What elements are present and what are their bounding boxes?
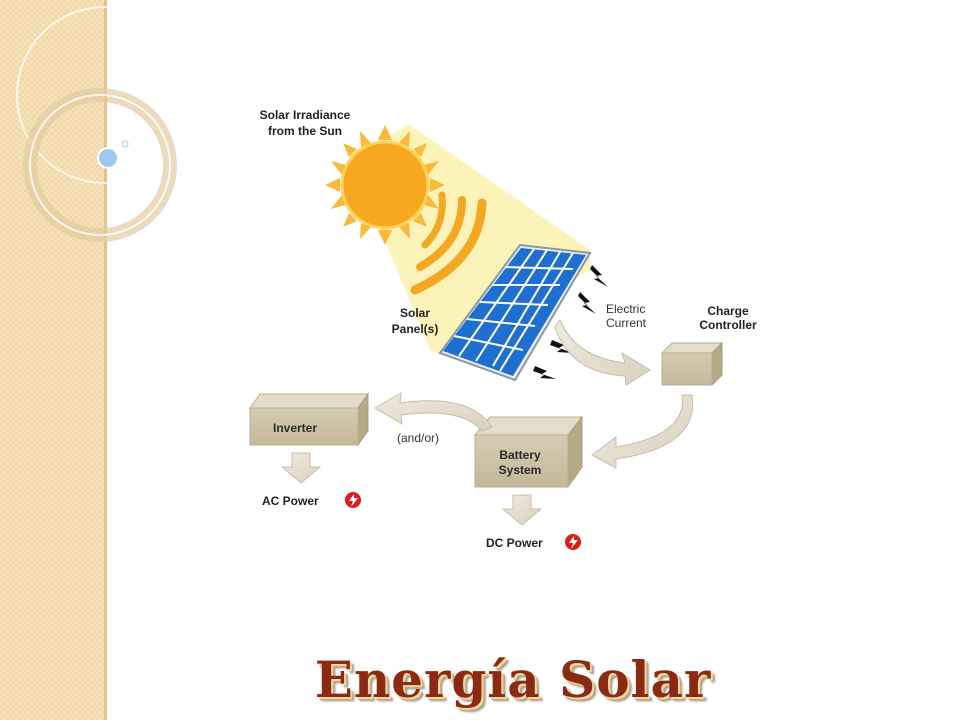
- inverter-label: Inverter: [273, 421, 317, 435]
- battery-label-line2: System: [499, 463, 542, 477]
- arrow-to-dc-power: [501, 494, 543, 526]
- arrow-to-controller: [554, 318, 651, 386]
- controller-label-line2: Controller: [699, 318, 757, 332]
- decor-bubble-small: [121, 140, 129, 148]
- sun-label-line2: from the Sun: [268, 124, 342, 138]
- ac-power-label: AC Power: [262, 494, 319, 508]
- current-label-line1: Electric: [606, 302, 645, 316]
- arrow-to-inverter: [374, 392, 493, 432]
- charge-controller-box: [660, 341, 724, 387]
- arrow-to-ac-power: [280, 452, 322, 484]
- slide-title: Energía Solar: [314, 650, 712, 709]
- lightning-icon: [533, 265, 608, 379]
- controller-label-line1: Charge: [707, 304, 749, 318]
- panel-label-line2: Panel(s): [392, 322, 439, 336]
- sun-icon: [325, 125, 445, 245]
- solar-panel-icon: [438, 243, 592, 382]
- decor-circles: [16, 6, 194, 242]
- arrow-to-battery: [591, 394, 694, 469]
- current-label-line2: Current: [606, 316, 647, 330]
- solar-system-diagram: Solar Irradiance from the Sun Solar Pane…: [249, 108, 757, 550]
- power-plug-icon: [565, 534, 581, 550]
- battery-label-line1: Battery: [499, 448, 541, 462]
- dc-power-label: DC Power: [486, 536, 543, 550]
- sun-label-line1: Solar Irradiance: [260, 108, 351, 122]
- radiance-waves: [410, 191, 487, 295]
- inverter-box: [249, 392, 369, 447]
- power-plug-icon: [345, 492, 361, 508]
- andor-label: (and/or): [397, 431, 439, 445]
- side-band-edge: [104, 0, 107, 720]
- panel-label-line1: Solar: [400, 306, 430, 320]
- decor-bubble: [97, 147, 119, 169]
- battery-system-box: [473, 415, 584, 489]
